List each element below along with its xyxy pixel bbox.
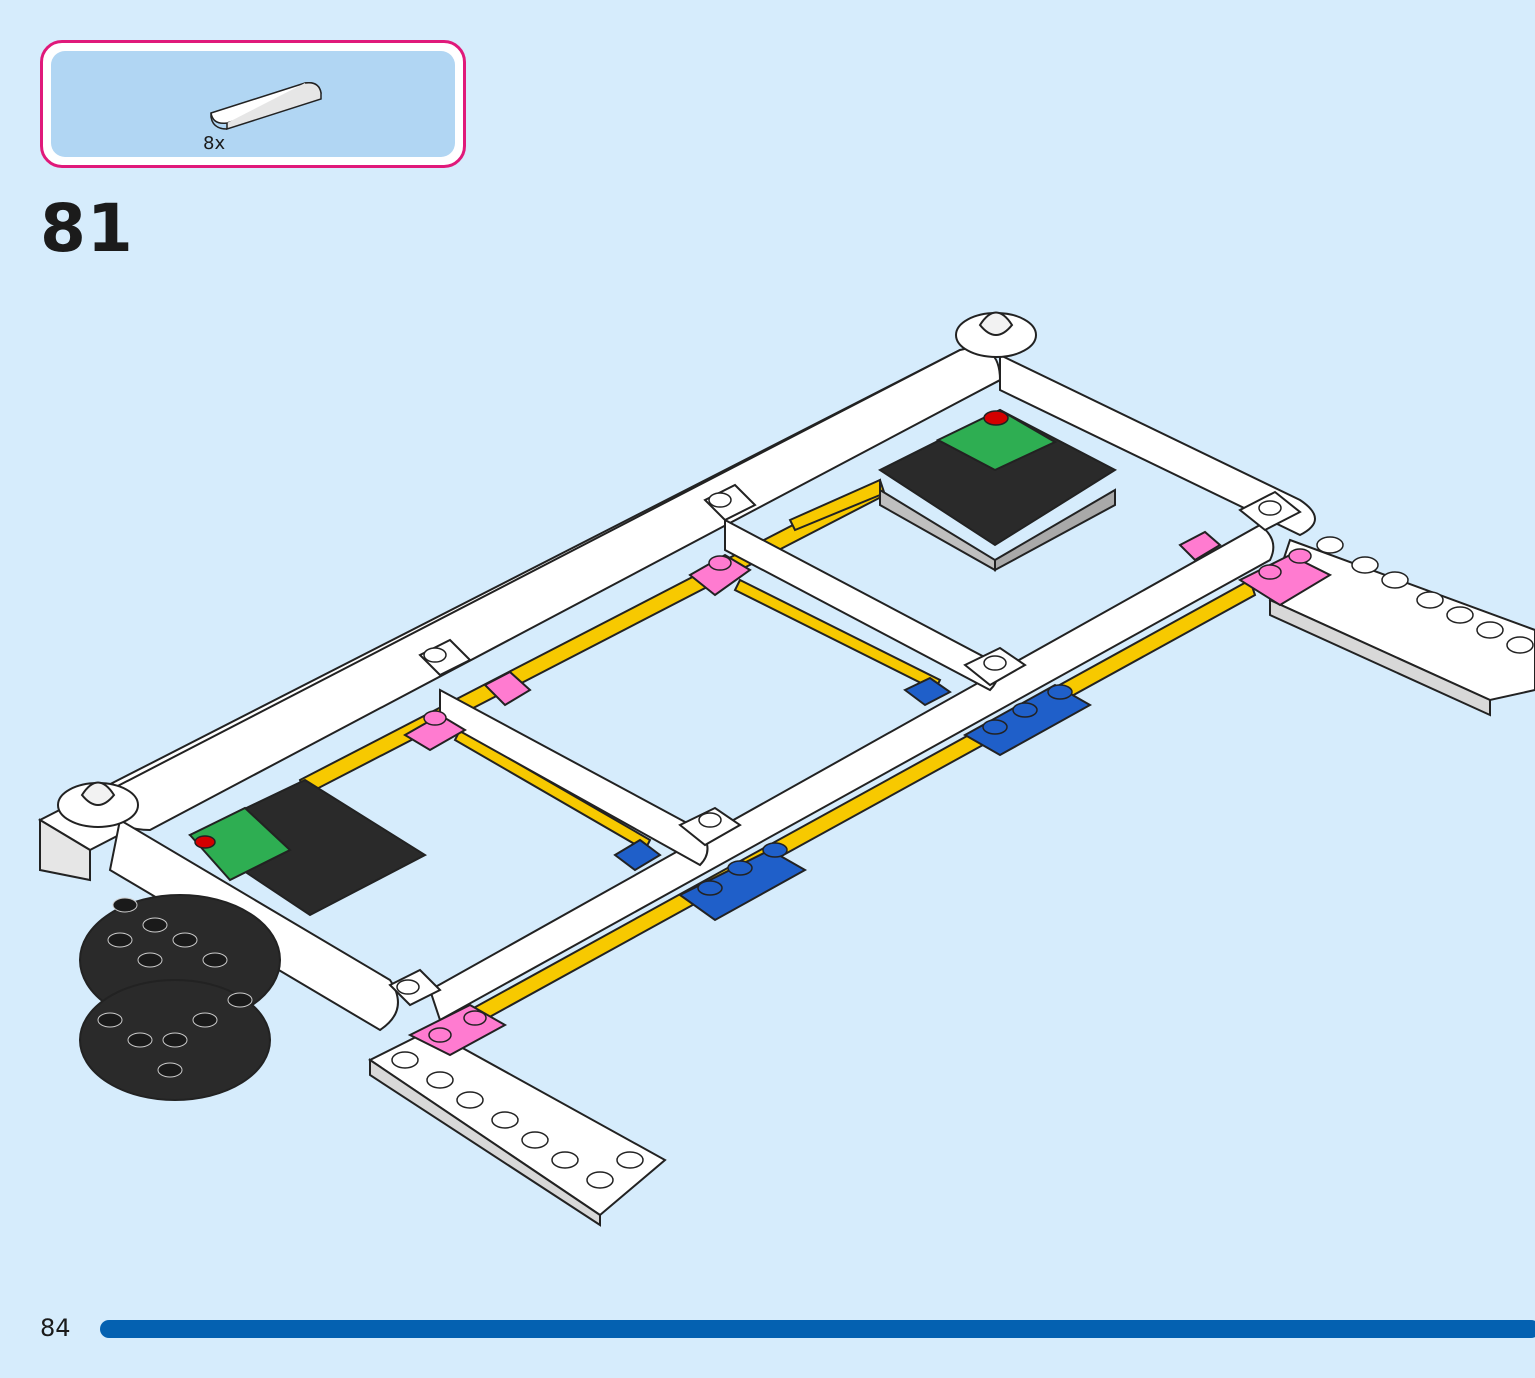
parts-callout-inner: 8x bbox=[51, 51, 455, 157]
step-number: 81 bbox=[40, 190, 134, 267]
white-rounded-tile-icon bbox=[210, 81, 322, 131]
progress-bar bbox=[100, 1320, 1535, 1338]
parts-callout: 8x bbox=[40, 40, 466, 168]
part-quantity: 8x bbox=[203, 133, 226, 154]
page-number: 84 bbox=[40, 1314, 71, 1342]
